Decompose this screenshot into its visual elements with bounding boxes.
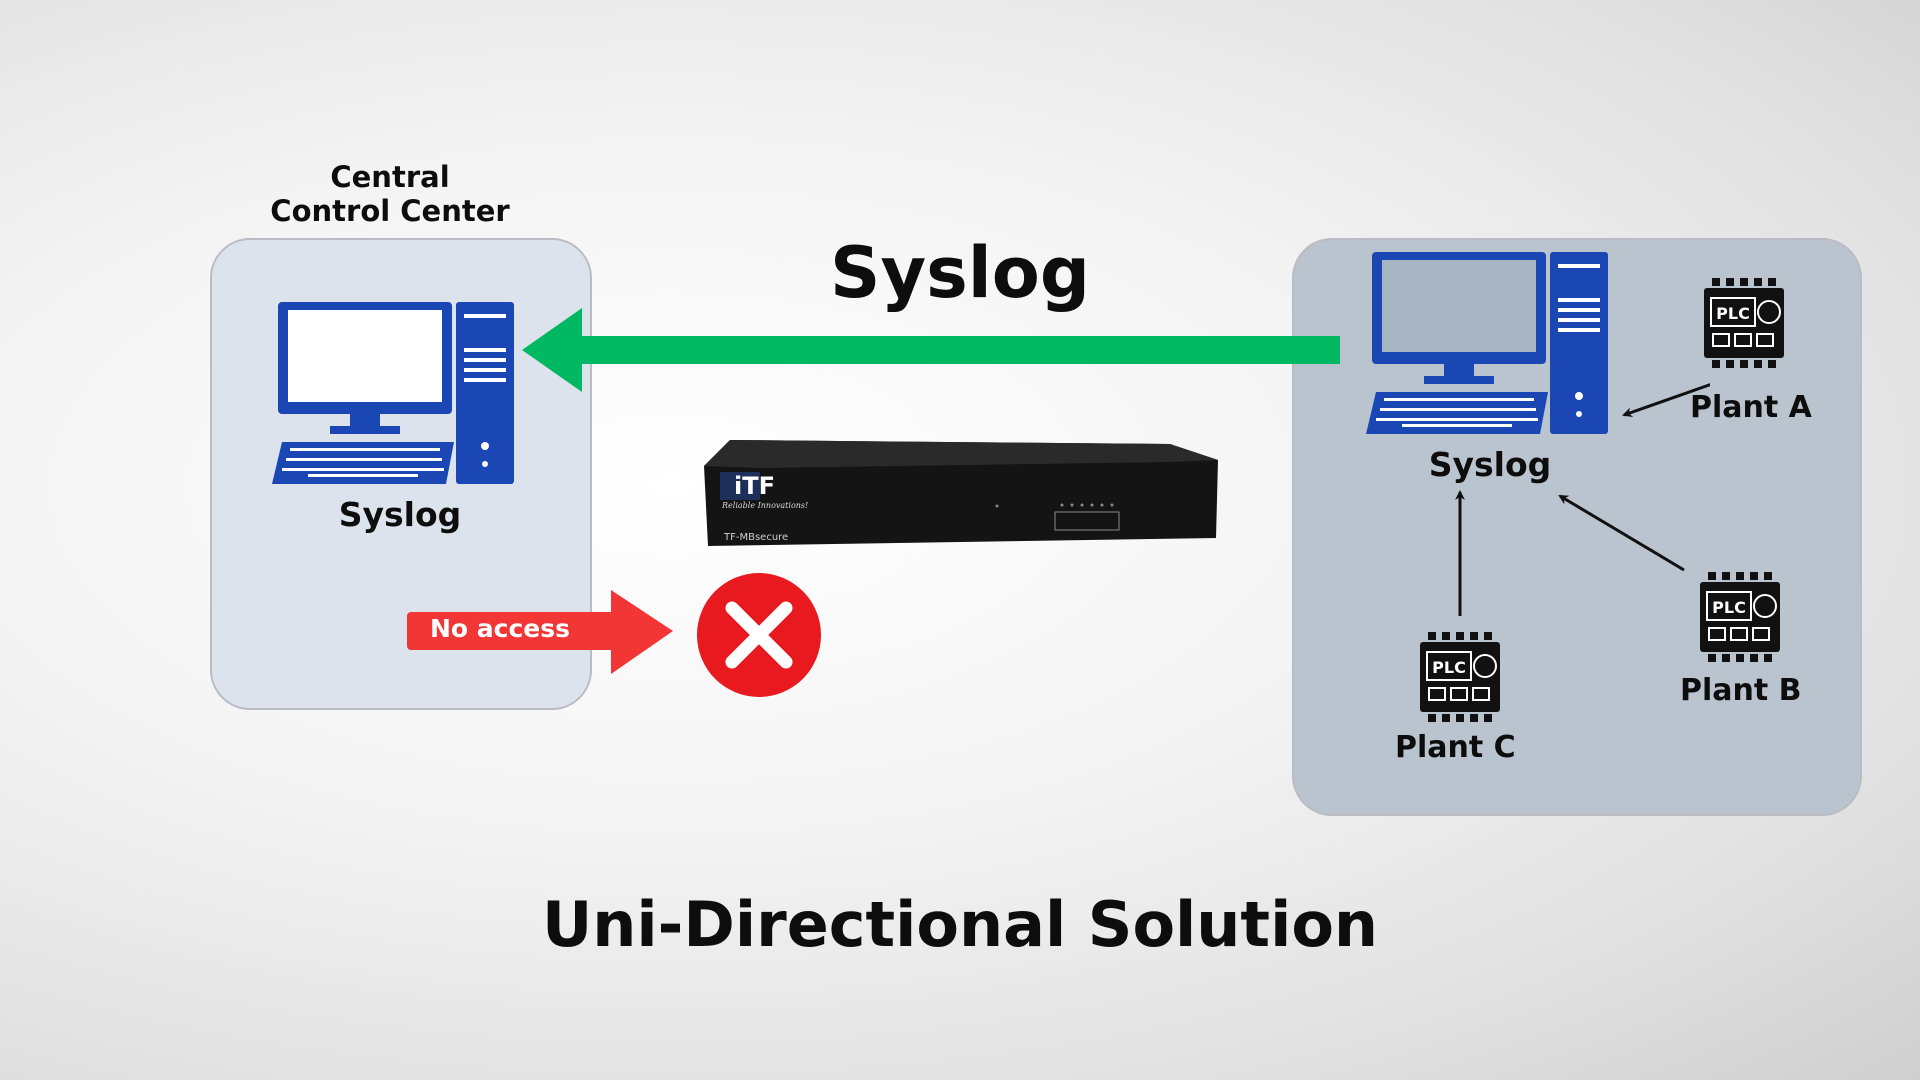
plant-a-label: Plant A <box>1690 390 1812 425</box>
solution-title: Uni-Directional Solution <box>541 888 1379 961</box>
plant-c-plc-icon: PLC <box>1420 632 1500 722</box>
no-access-label: No access <box>429 614 571 643</box>
data-diode-device: iTF Reliable Innovations! TF-MBsecure <box>704 440 1218 546</box>
blocked-x-icon <box>697 573 821 697</box>
right-syslog-label: Syslog <box>1428 445 1552 484</box>
no-access-arrow <box>407 590 673 674</box>
plc-label: PLC <box>1432 658 1466 677</box>
plant-b-plc-icon: PLC <box>1700 572 1780 662</box>
plc-label: PLC <box>1712 598 1746 617</box>
plant-b-label: Plant B <box>1680 673 1802 708</box>
plant-c-label: Plant C <box>1395 730 1516 765</box>
plant-a-plc-icon: PLC <box>1704 278 1784 368</box>
control-center-title: Central Control Center <box>200 160 580 228</box>
device-logo-icon <box>720 472 760 500</box>
device-tagline: Reliable Innovations! <box>721 501 808 510</box>
syslog-flow-label: Syslog <box>830 232 1090 314</box>
device-brand: iTF <box>734 472 775 500</box>
device-led-panel <box>1054 511 1120 531</box>
right-computer-icon <box>1366 252 1608 434</box>
syslog-flow-arrow <box>522 308 1340 392</box>
left-syslog-label: Syslog <box>338 495 462 534</box>
control-center-title-line2: Control Center <box>270 194 510 228</box>
plc-label: PLC <box>1716 304 1750 323</box>
device-model: TF-MBsecure <box>723 532 788 543</box>
plant-connector-arrows <box>1455 383 1710 616</box>
control-center-title-line1: Central <box>330 160 450 194</box>
left-computer-icon <box>272 302 514 484</box>
